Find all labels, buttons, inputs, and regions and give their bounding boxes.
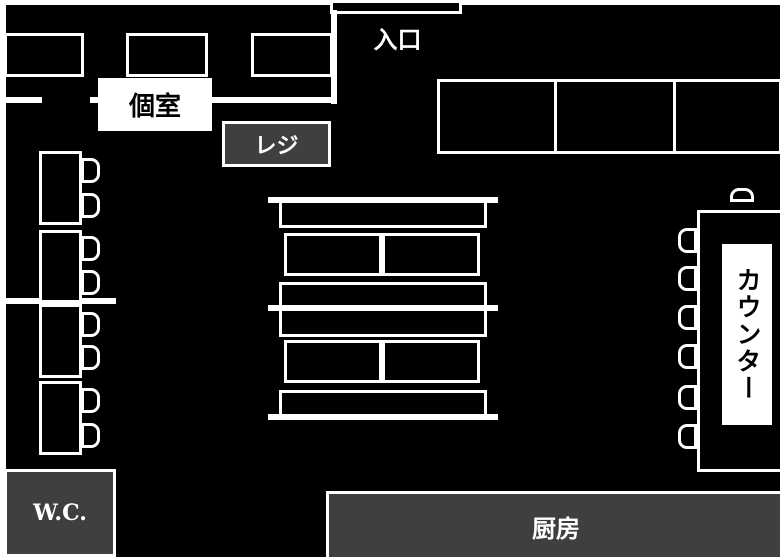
center-bench — [279, 200, 487, 228]
counter-stool — [678, 344, 697, 369]
left-table — [39, 304, 82, 378]
private-room-label: 個室 — [98, 78, 212, 131]
chair — [81, 270, 100, 295]
chair — [81, 388, 100, 413]
center-table — [382, 340, 480, 383]
chair — [81, 158, 100, 183]
center-table — [284, 233, 382, 276]
left-table — [39, 230, 82, 303]
counter-stool — [678, 385, 697, 410]
chair — [81, 193, 100, 218]
private-room-table — [126, 33, 208, 77]
center-table — [284, 340, 382, 383]
chair — [81, 345, 100, 370]
entrance-label: 入口 — [373, 24, 422, 54]
top-wall — [0, 0, 330, 5]
counter-stool — [678, 266, 697, 291]
counter-stool — [730, 188, 754, 202]
counter-stool — [678, 305, 697, 330]
chair — [81, 236, 100, 261]
center-bench-rail — [268, 414, 498, 420]
private-room-right-wall — [331, 10, 337, 104]
left-table — [39, 151, 82, 225]
window-tables — [437, 79, 780, 154]
counter-stool — [678, 424, 697, 449]
entrance-door — [330, 0, 462, 14]
kitchen-label: 厨房 — [326, 491, 780, 557]
private-room-bottom-wall-right — [90, 97, 337, 103]
register-label: レジ — [222, 121, 331, 167]
window-divider — [673, 79, 676, 154]
chair — [81, 312, 100, 337]
left-table — [39, 381, 82, 455]
private-room-table — [251, 33, 333, 77]
restroom-label: W.C. — [4, 469, 116, 557]
top-wall-right — [462, 0, 780, 5]
private-room-table — [4, 33, 84, 77]
counter-stool — [678, 228, 697, 253]
private-room-bottom-wall-left — [0, 97, 42, 103]
left-wall — [0, 0, 6, 557]
center-bench-rail — [268, 305, 498, 311]
window-divider — [554, 79, 557, 154]
counter-label: カウンター — [722, 244, 772, 425]
chair — [81, 423, 100, 448]
center-table — [382, 233, 480, 276]
